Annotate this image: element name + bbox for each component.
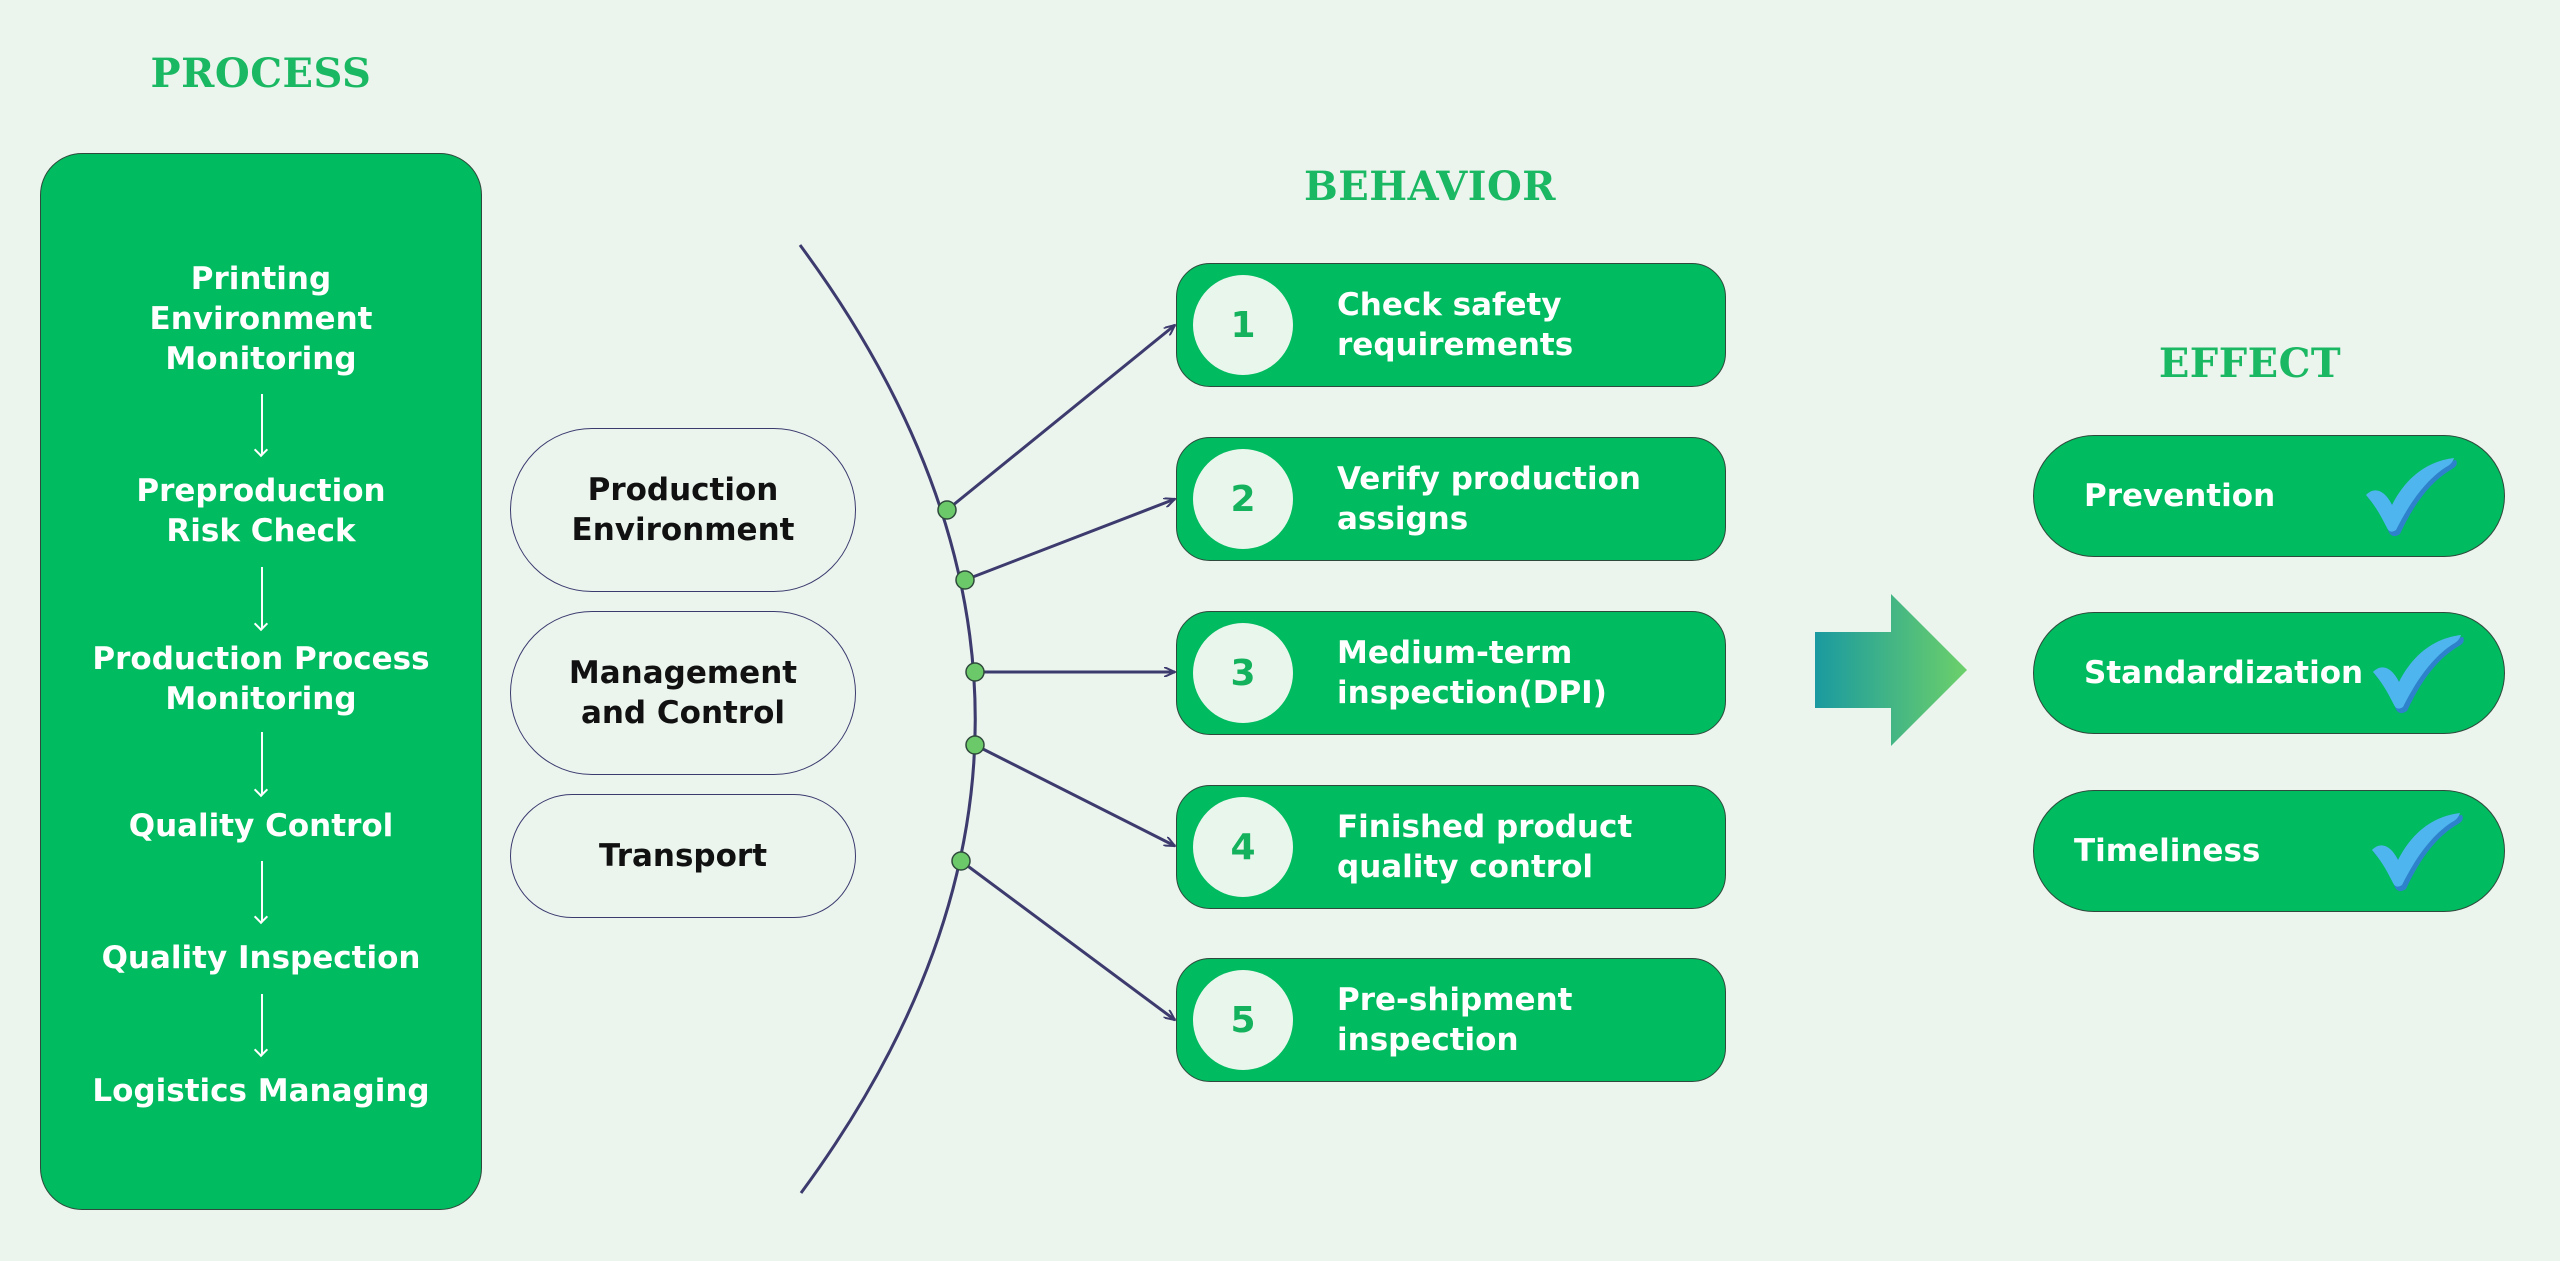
down-arrow-icon xyxy=(261,394,263,454)
bracket-arc xyxy=(798,244,977,1194)
behavior-label: Check safety requirements xyxy=(1337,285,1573,365)
process-step-preproduction-risk-check: Preproduction Risk Check xyxy=(41,471,481,551)
behavior-label-line: Verify production xyxy=(1337,461,1641,497)
behavior-item-3: 3 Medium-term inspection(DPI) xyxy=(1176,611,1726,735)
behavior-label-line: requirements xyxy=(1337,327,1574,363)
down-arrow-icon xyxy=(261,732,263,794)
process-step-quality-control: Quality Control xyxy=(41,806,481,846)
category-line: Management xyxy=(568,655,798,691)
connector-dot xyxy=(937,500,957,520)
behavior-label-line: Check safety xyxy=(1337,287,1562,323)
process-step-line: Monitoring xyxy=(165,681,357,717)
category-production-environment: Production Environment xyxy=(510,428,856,592)
effect-heading: EFFECT xyxy=(2158,340,2342,387)
step-number-badge: 3 xyxy=(1193,623,1293,723)
process-heading: PROCESS xyxy=(150,50,372,97)
process-step-line: Preproduction xyxy=(136,473,386,509)
process-step-production-process-monitoring: Production Process Monitoring xyxy=(41,639,481,719)
behavior-heading: BEHAVIOR xyxy=(1303,163,1557,210)
behavior-label-line: Finished product xyxy=(1337,809,1633,845)
behavior-label-line: inspection(DPI) xyxy=(1337,675,1607,711)
behavior-label: Medium-term inspection(DPI) xyxy=(1337,633,1607,713)
effect-label: Timeliness xyxy=(2074,833,2261,869)
connector-dot xyxy=(955,570,975,590)
behavior-item-5: 5 Pre-shipment inspection xyxy=(1176,958,1726,1082)
process-step-line: Quality Control xyxy=(128,808,394,844)
behavior-label-line: inspection xyxy=(1337,1022,1519,1058)
category-line: Environment xyxy=(571,512,795,548)
process-step-printing-environment-monitoring: Printing Environment Monitoring xyxy=(41,259,481,379)
behavior-label: Finished product quality control xyxy=(1337,807,1632,887)
step-number-badge: 4 xyxy=(1193,797,1293,897)
behavior-label: Verify production assigns xyxy=(1337,459,1641,539)
category-line: Transport xyxy=(598,838,768,874)
connector-dot xyxy=(965,662,985,682)
process-step-line: Risk Check xyxy=(166,513,356,549)
down-arrow-icon xyxy=(261,861,263,921)
behavior-item-1: 1 Check safety requirements xyxy=(1176,263,1726,387)
process-panel: Printing Environment Monitoring Preprodu… xyxy=(40,153,482,1210)
process-step-line: Production Process xyxy=(92,641,430,677)
check-icon xyxy=(2372,813,2463,892)
category-transport: Transport xyxy=(510,794,856,918)
effect-item-timeliness: Timeliness xyxy=(2033,790,2505,912)
behavior-label-line: Pre-shipment xyxy=(1337,982,1573,1018)
behavior-label-line: quality control xyxy=(1337,849,1594,885)
process-step-line: Printing xyxy=(190,261,332,297)
behavior-item-2: 2 Verify production assigns xyxy=(1176,437,1726,561)
connector-arrow-5 xyxy=(960,859,1175,1020)
process-step-line: Quality Inspection xyxy=(101,940,421,976)
effect-item-prevention: Prevention xyxy=(2033,435,2505,557)
process-step-line: Environment xyxy=(149,301,373,337)
connector-dot xyxy=(965,735,985,755)
effect-label: Standardization xyxy=(2084,655,2364,691)
category-management-and-control: Management and Control xyxy=(510,611,856,775)
category-line: and Control xyxy=(580,695,786,731)
behavior-label-line: assigns xyxy=(1337,501,1469,537)
down-arrow-icon xyxy=(261,994,263,1054)
category-line: Production xyxy=(587,472,779,508)
step-number-badge: 2 xyxy=(1193,449,1293,549)
behavior-item-4: 4 Finished product quality control xyxy=(1176,785,1726,909)
connector-arrow-4 xyxy=(974,743,1175,848)
connector-arrow-2 xyxy=(964,499,1175,582)
check-icon xyxy=(2366,458,2457,537)
process-step-logistics-managing: Logistics Managing xyxy=(41,1071,481,1111)
behavior-label: Pre-shipment inspection xyxy=(1337,980,1572,1060)
process-step-line: Logistics Managing xyxy=(92,1073,430,1109)
process-step-quality-inspection: Quality Inspection xyxy=(41,938,481,978)
process-step-line: Monitoring xyxy=(165,341,357,377)
effect-label: Prevention xyxy=(2084,478,2276,514)
check-icon xyxy=(2373,635,2464,714)
step-number-badge: 5 xyxy=(1193,970,1293,1070)
connector-arrow-1 xyxy=(946,325,1175,512)
connector-dot xyxy=(951,851,971,871)
effect-item-standardization: Standardization xyxy=(2033,612,2505,734)
behavior-label-line: Medium-term xyxy=(1337,635,1573,671)
down-arrow-icon xyxy=(261,567,263,628)
right-arrow-icon xyxy=(1815,594,1967,746)
step-number-badge: 1 xyxy=(1193,275,1293,375)
